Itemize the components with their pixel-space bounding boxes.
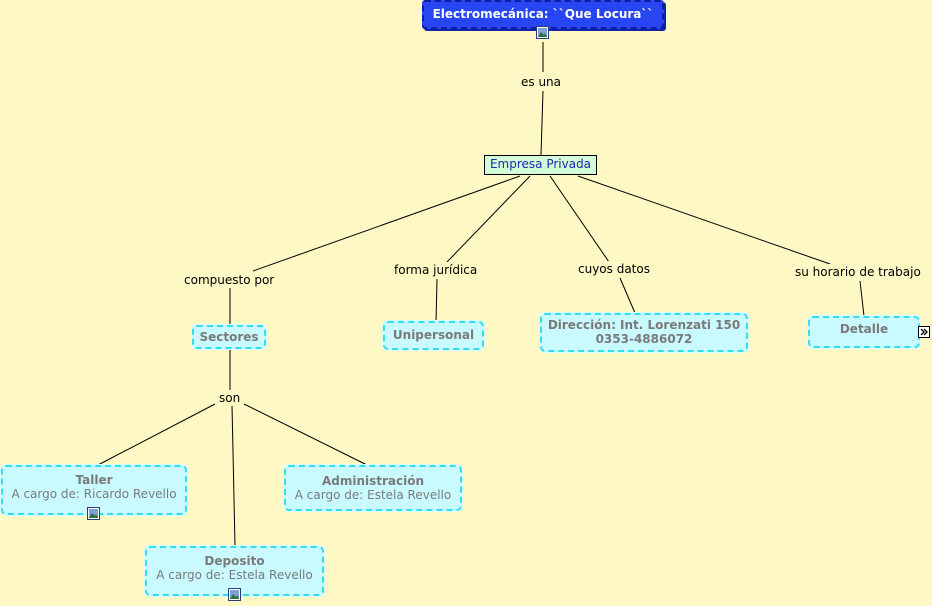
detalle-concept[interactable]: Detalle — [808, 316, 920, 348]
connector-line — [540, 90, 544, 156]
link-label-cuyos-datos: cuyos datos — [576, 261, 652, 277]
link-label-compuesto-por: compuesto por — [182, 272, 277, 288]
connector-line — [252, 175, 521, 272]
connector-line — [435, 278, 438, 323]
empresa-privada-concept[interactable]: Empresa Privada — [484, 155, 597, 175]
deposito-title: Deposito — [204, 554, 265, 568]
root-concept[interactable]: Electromecánica: ``Que Locura`` — [422, 0, 664, 29]
root-concept-title: Electromecánica: ``Que Locura`` — [432, 7, 654, 21]
deposito-concept[interactable]: Deposito A cargo de: Estela Revello — [145, 546, 324, 596]
direccion-line1: Dirección: Int. Lorenzati 150 — [547, 318, 741, 332]
sectores-concept[interactable]: Sectores — [192, 325, 266, 349]
unipersonal-title: Unipersonal — [392, 328, 475, 342]
administracion-title: Administración — [321, 474, 425, 488]
connector-line — [97, 403, 216, 466]
connector-line — [243, 403, 368, 466]
detalle-title: Detalle — [839, 322, 889, 336]
direccion-concept[interactable]: Dirección: Int. Lorenzati 150 0353-48860… — [540, 313, 748, 352]
image-attachment-icon[interactable] — [536, 26, 549, 39]
connector-line — [446, 175, 531, 263]
link-label-horario: su horario de trabajo — [793, 264, 923, 280]
direccion-line2: 0353-4886072 — [595, 332, 693, 346]
sectores-title: Sectores — [199, 330, 259, 344]
link-label-forma-juridica: forma jurídica — [392, 262, 480, 278]
expand-arrow-icon[interactable] — [918, 326, 930, 338]
connector-line — [619, 277, 636, 314]
unipersonal-concept[interactable]: Unipersonal — [383, 321, 484, 350]
administracion-concept[interactable]: Administración A cargo de: Estela Revell… — [284, 465, 462, 511]
taller-title: Taller — [75, 473, 113, 487]
connector-line — [859, 280, 865, 317]
deposito-subtitle: A cargo de: Estela Revello — [156, 568, 313, 582]
administracion-subtitle: A cargo de: Estela Revello — [294, 488, 452, 502]
image-attachment-icon[interactable] — [228, 588, 241, 601]
link-label-son: son — [217, 390, 243, 406]
taller-subtitle: A cargo de: Ricardo Revello — [11, 487, 177, 501]
link-label-es-una: es una — [519, 74, 564, 90]
connector-line — [231, 404, 236, 547]
image-attachment-icon[interactable] — [87, 507, 100, 520]
connector-line — [577, 175, 831, 265]
connector-line — [549, 175, 610, 263]
empresa-privada-title: Empresa Privada — [489, 157, 592, 171]
